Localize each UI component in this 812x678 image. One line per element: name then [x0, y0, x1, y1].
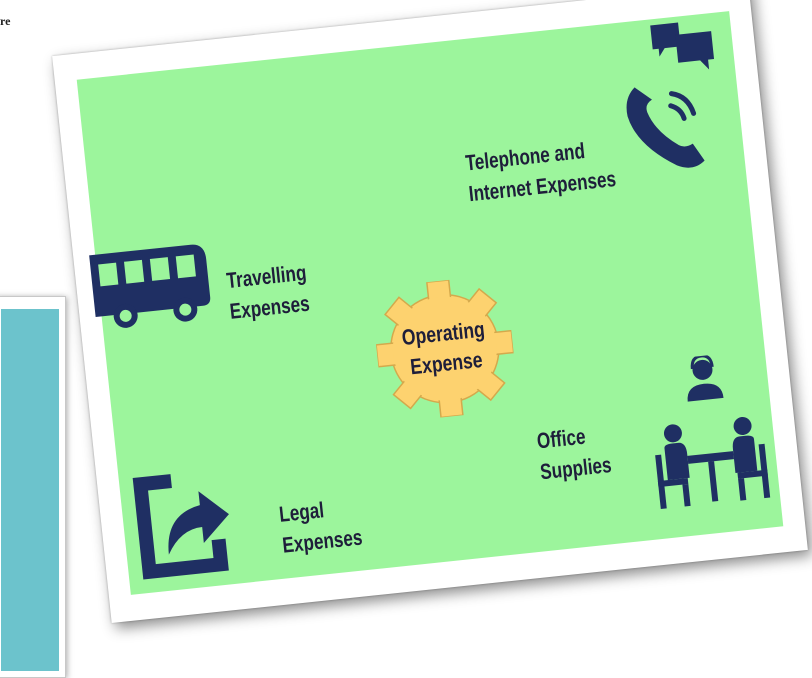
gear-icon [375, 279, 515, 419]
operating-expense-gear: Operating Expense [370, 274, 519, 423]
diagram-panel: Travelling Expenses Telephone and Intern… [76, 11, 784, 595]
bus-icon [89, 244, 211, 328]
chat-bubbles-icon [650, 22, 715, 70]
background-card [0, 296, 66, 678]
office-supplies-label: Office Supplies [535, 418, 613, 487]
travelling-expenses-label: Travelling Expenses [225, 257, 311, 327]
telephone-internet-expenses-label: Telephone and Internet Expenses [464, 132, 617, 209]
operating-expense-label: Operating Expense [388, 313, 502, 384]
office-line2: Supplies [538, 451, 613, 485]
share-arrow-icon [132, 474, 229, 580]
teal-panel [1, 309, 59, 671]
meeting-people-icon [655, 354, 771, 510]
corner-text: re [0, 14, 11, 28]
legal-expenses-label: Legal Expenses [278, 491, 364, 561]
telephone-icon [626, 87, 705, 168]
diagram-card: Travelling Expenses Telephone and Intern… [52, 0, 808, 624]
